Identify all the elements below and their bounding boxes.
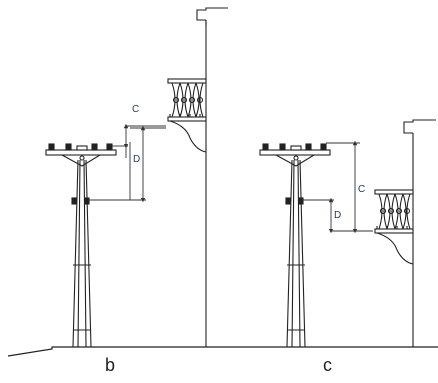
dimension-lines-c bbox=[302, 140, 373, 234]
label-d-c: D bbox=[334, 210, 341, 221]
building-wall-c bbox=[403, 119, 436, 347]
caption-b: b bbox=[105, 355, 115, 375]
balcony-c bbox=[374, 189, 414, 265]
caption-c: c bbox=[323, 355, 332, 375]
balcony-b bbox=[167, 78, 207, 153]
utility-pole-b bbox=[45, 143, 117, 348]
label-c-b: C bbox=[132, 104, 139, 115]
utility-pole-c bbox=[259, 143, 331, 348]
label-c-c: C bbox=[358, 184, 365, 195]
ground-line bbox=[7, 346, 438, 357]
dimension-lines-b bbox=[88, 123, 166, 203]
building-wall-b bbox=[196, 7, 228, 347]
panel-b bbox=[45, 7, 228, 348]
panel-c bbox=[259, 119, 436, 348]
label-d-b: D bbox=[133, 154, 140, 165]
